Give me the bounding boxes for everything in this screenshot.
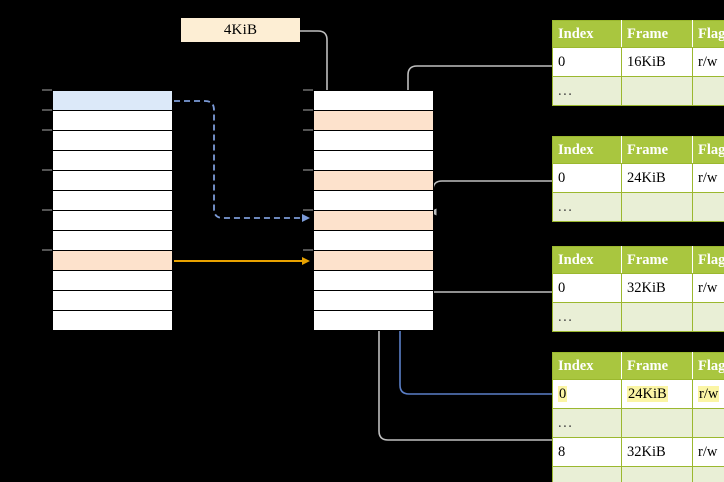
column-header-flags: Flags — [692, 136, 724, 164]
wire-pt3-to-frame — [413, 262, 552, 293]
physical-frame-row-2 — [314, 111, 433, 131]
virtual-page-row-12 — [53, 311, 172, 330]
virtual-page-row-2 — [53, 111, 172, 131]
cell-flags — [692, 192, 724, 222]
table-header-row: IndexFrameFlags — [552, 352, 724, 380]
column-header-index: Index — [552, 246, 622, 274]
cell-flags: r/w — [692, 273, 724, 303]
cell-index: ... — [552, 192, 622, 222]
table-row-ellipsis: ... — [552, 76, 724, 106]
virtual-page-row-9 — [53, 251, 172, 271]
column-header-frame: Frame — [621, 352, 693, 380]
physical-frame-row-9 — [314, 251, 433, 271]
cell-frame — [621, 466, 693, 482]
cell-frame — [621, 408, 693, 438]
physical-frame-row-4 — [314, 151, 433, 171]
cell-frame: 16KiB — [621, 47, 693, 77]
virtual-page-row-4 — [53, 151, 172, 171]
cell-flags — [692, 408, 724, 438]
wire-pt2-to-frame — [429, 180, 552, 216]
offset-label-text: 4KiB — [223, 21, 258, 38]
cell-index: ... — [552, 76, 622, 106]
virtual-page-row-5 — [53, 171, 172, 191]
highlighted-value: 0 — [558, 386, 568, 402]
table-row-ellipsis: ... — [552, 192, 724, 222]
physical-frame-row-5 — [314, 171, 433, 191]
physical-frame-row-10 — [314, 271, 433, 291]
virtual-page-row-7 — [53, 211, 172, 231]
physical-frame-row-8 — [314, 231, 433, 251]
cell-index: 8 — [552, 437, 622, 467]
physical-frame-row-12 — [314, 311, 433, 330]
column-header-flags: Flags — [692, 246, 724, 274]
cell-index: 0 — [552, 163, 622, 193]
highlighted-value: 24KiB — [627, 386, 668, 402]
table-row-ellipsis: ... — [552, 466, 724, 482]
highlighted-value: r/w — [698, 386, 720, 402]
physical-address-space-column — [313, 90, 434, 331]
page-table-4: IndexFrameFlags024KiBr/w...832KiBr/w... — [552, 352, 724, 482]
cell-frame: 24KiB — [621, 163, 693, 193]
table-row: 0 24KiB r/w — [552, 379, 724, 409]
page-table-3: IndexFrameFlags032KiBr/w... — [552, 246, 724, 332]
column-header-frame: Frame — [621, 136, 693, 164]
cell-frame — [621, 302, 693, 332]
cell-index: 0 — [552, 273, 622, 303]
physical-frame-row-6 — [314, 191, 433, 211]
column-header-index: Index — [552, 20, 622, 48]
virtual-page-row-3 — [53, 131, 172, 151]
cell-flags: r/w — [692, 163, 724, 193]
cell-frame — [621, 76, 693, 106]
virtual-page-row-8 — [53, 231, 172, 251]
virtual-page-row-6 — [53, 191, 172, 211]
cell-index: ... — [552, 408, 622, 438]
table-header-row: IndexFrameFlags — [552, 20, 724, 48]
table-row-ellipsis: ... — [552, 408, 724, 438]
cell-index: 0 — [552, 47, 622, 77]
cell-flags: r/w — [692, 379, 724, 409]
cell-flags: r/w — [692, 437, 724, 467]
column-header-frame: Frame — [621, 20, 693, 48]
cell-flags — [692, 302, 724, 332]
physical-frame-row-1 — [314, 91, 433, 111]
virtual-page-row-11 — [53, 291, 172, 311]
virtual-page-row-10 — [53, 271, 172, 291]
cell-index: ... — [552, 466, 622, 482]
column-header-index: Index — [552, 352, 622, 380]
cell-frame: 32KiB — [621, 273, 693, 303]
table-header-row: IndexFrameFlags — [552, 136, 724, 164]
left-row-ticks — [42, 89, 52, 251]
cell-frame: 32KiB — [621, 437, 693, 467]
column-header-frame: Frame — [621, 246, 693, 274]
column-header-flags: Flags — [692, 20, 724, 48]
column-header-index: Index — [552, 136, 622, 164]
cell-flags: r/w — [692, 47, 724, 77]
offset-label-box: 4KiB — [181, 18, 300, 42]
cell-flags — [692, 466, 724, 482]
virtual-page-row-1 — [53, 91, 172, 111]
column-header-flags: Flags — [692, 352, 724, 380]
physical-frame-row-11 — [314, 291, 433, 311]
physical-frame-row-7 — [314, 211, 433, 231]
cell-frame: 24KiB — [621, 379, 693, 409]
cell-flags — [692, 76, 724, 106]
wire-virtual-to-physical-dashed — [174, 100, 310, 222]
cell-index: 0 — [552, 379, 622, 409]
virtual-address-space-column — [52, 90, 173, 331]
page-table-1: IndexFrameFlags016KiBr/w... — [552, 20, 724, 106]
page-table-2: IndexFrameFlags024KiBr/w... — [552, 136, 724, 222]
middle-row-ticks — [303, 89, 313, 251]
cell-index: ... — [552, 302, 622, 332]
cell-frame — [621, 192, 693, 222]
table-row-ellipsis: ... — [552, 302, 724, 332]
table-header-row: IndexFrameFlags — [552, 246, 724, 274]
physical-frame-row-3 — [314, 131, 433, 151]
